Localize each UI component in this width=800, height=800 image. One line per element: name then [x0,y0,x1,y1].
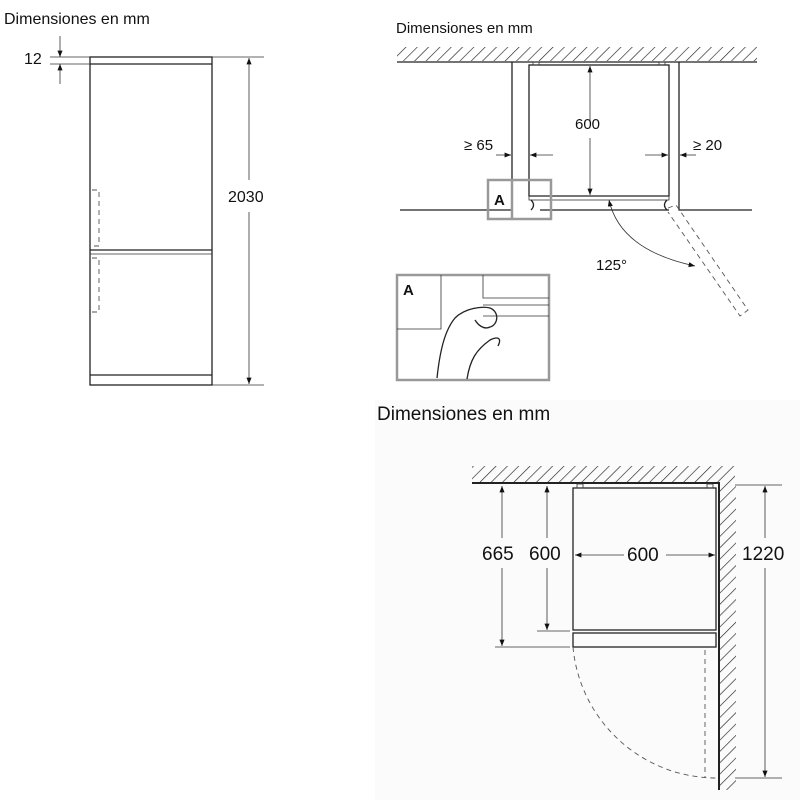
spacer [532,61,540,66]
handle-outline [92,189,100,313]
height-label: 2030 [228,189,264,206]
niche-view-title: Dimensiones en mm [396,20,533,37]
left-clearance-label: ≥ 65 [464,137,493,154]
right-clearance-label: ≥ 20 [693,137,722,154]
door-swing-depth-label: 1220 [742,544,784,565]
niche-walls [400,62,752,211]
fridge-body [89,56,213,386]
front-view-title: Dimensiones en mm [4,11,150,28]
front-view: Dimensiones en mm 12 2030 [4,11,264,386]
detail-marker-label: A [494,192,505,209]
niche-depth-label: 600 [575,116,600,133]
hand-icon [436,306,501,380]
top-view-corner: Dimensiones en mm 665 600 600 1220 [377,404,784,790]
depth-label: 600 [529,544,561,565]
detail-a-marker-box [486,178,553,221]
fridge-outline [572,487,717,631]
width-label: 600 [627,545,659,566]
corner-walls [472,482,720,790]
open-door-outline [667,204,749,317]
spacer [658,61,666,66]
depth-with-door-label: 665 [482,544,514,565]
detail-a-lines [397,275,549,330]
door-swing-arc [572,646,718,779]
ceiling-hatch [472,466,735,483]
spacer [576,483,584,489]
top-gap-label: 12 [24,51,42,68]
corner-view-title: Dimensiones en mm [377,404,550,425]
door [572,632,717,648]
detail-a-box [395,273,551,382]
door [528,195,670,201]
spacer [706,483,714,489]
side-wall-hatch [719,483,736,790]
ceiling-hatch [397,47,757,61]
corner-panel-background [375,400,800,800]
door-angle-arc [607,199,696,268]
door-angle-label: 125° [596,257,627,274]
top-view-niche: Dimensiones en mm 600 ≥ 65 ≥ 20 A 125° A [395,20,757,382]
detail-label: A [403,282,414,299]
